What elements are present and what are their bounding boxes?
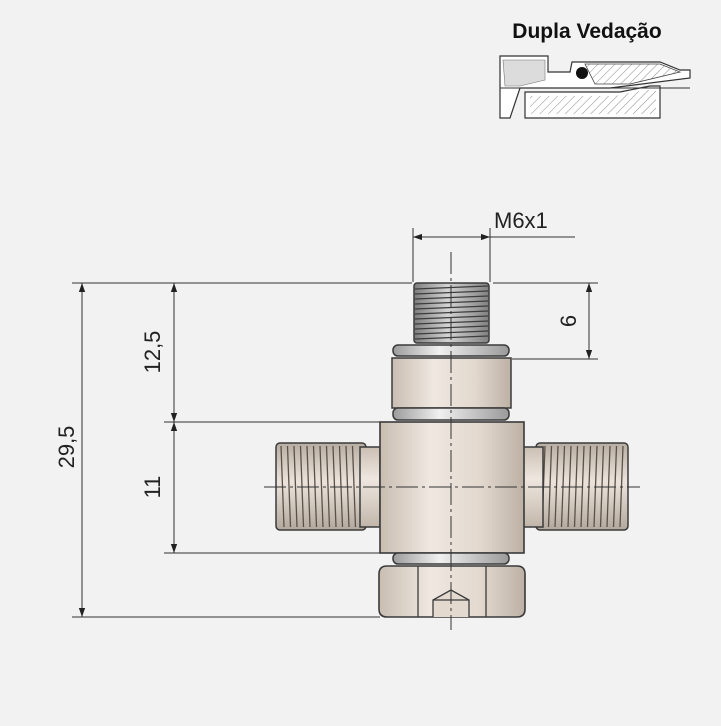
thread-line xyxy=(325,445,331,528)
thread-line xyxy=(319,445,324,528)
hex-nut xyxy=(378,565,526,618)
dim-thread-label: M6x1 xyxy=(494,208,548,233)
thread-line xyxy=(414,305,489,310)
inset-lower-hatch xyxy=(530,90,656,114)
dim-body-height: 11 xyxy=(140,476,165,499)
inset-upper-hatch xyxy=(584,63,682,85)
double-seal-inset: Dupla Vedação xyxy=(499,20,691,119)
fitting-assembly xyxy=(264,252,640,630)
dim-upper-height: 12,5 xyxy=(140,331,165,374)
dimensions xyxy=(72,228,598,618)
inset-title: Dupla Vedação xyxy=(512,20,661,43)
inset-upper-shade xyxy=(502,59,546,87)
dim-thread-length: 6 xyxy=(556,315,581,327)
thread-line xyxy=(351,445,357,528)
thread-line xyxy=(286,445,292,528)
thread-line xyxy=(414,315,489,320)
dim-total-height: 29,5 xyxy=(54,426,79,469)
thread-line xyxy=(293,445,298,528)
inset-o-ring xyxy=(576,67,588,79)
